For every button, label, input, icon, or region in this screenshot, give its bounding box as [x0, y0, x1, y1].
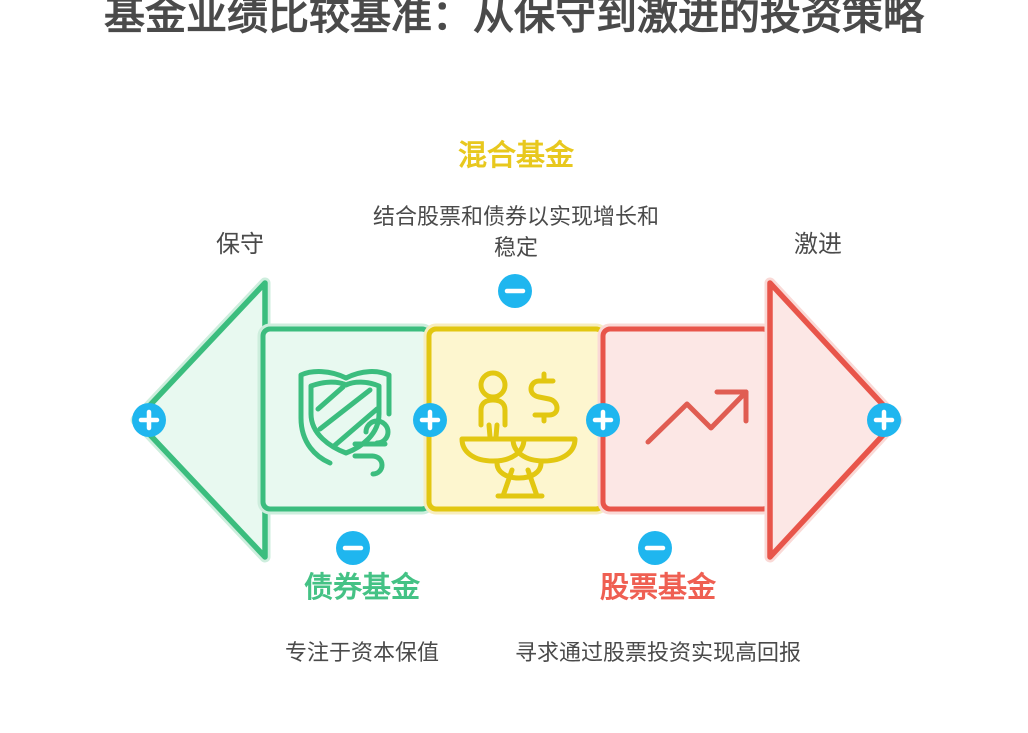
shield-wind-icon — [298, 369, 392, 477]
segment-title-bond: 债券基金 — [303, 572, 420, 604]
remove-button-bond[interactable] — [336, 531, 370, 565]
remove-button-equity[interactable] — [638, 531, 672, 565]
page-title: 基金业绩比较基准：从保守到激进的投资策略 — [104, 0, 924, 38]
segment-description-hybrid: 结合股票和债券以实现增长和稳定 — [372, 204, 659, 260]
bond-box-shape — [260, 326, 432, 512]
trending-up-icon — [645, 389, 749, 445]
plus-icon — [419, 409, 441, 431]
scale-right-end-label: 激进 — [794, 231, 842, 258]
add-button-bond-hybrid[interactable] — [413, 403, 447, 437]
hybrid-box-shape — [426, 326, 606, 512]
right-arrowhead-shape — [767, 280, 900, 560]
segment-box-bond[interactable] — [257, 323, 435, 515]
add-button-hybrid-equity[interactable] — [586, 403, 620, 437]
plus-icon — [592, 409, 614, 431]
segment-description-equity: 寻求通过股票投资实现高回报 — [514, 640, 801, 665]
segment-title-hybrid: 混合基金 — [457, 140, 574, 172]
scale-left-end-label: 保守 — [216, 231, 264, 258]
right-arrowhead[interactable] — [764, 277, 903, 563]
add-button-left-tip[interactable] — [132, 403, 166, 437]
plus-icon — [138, 409, 160, 431]
add-button-right-tip[interactable] — [867, 403, 901, 437]
segment-description-bond: 专注于资本保值 — [284, 640, 439, 665]
segment-box-hybrid[interactable] — [423, 323, 609, 515]
plus-icon — [873, 409, 895, 431]
left-arrowhead[interactable] — [130, 277, 271, 563]
segment-title-equity: 股票基金 — [599, 572, 716, 604]
balance-scale-icon — [459, 370, 578, 499]
remove-button-hybrid[interactable] — [498, 274, 532, 308]
